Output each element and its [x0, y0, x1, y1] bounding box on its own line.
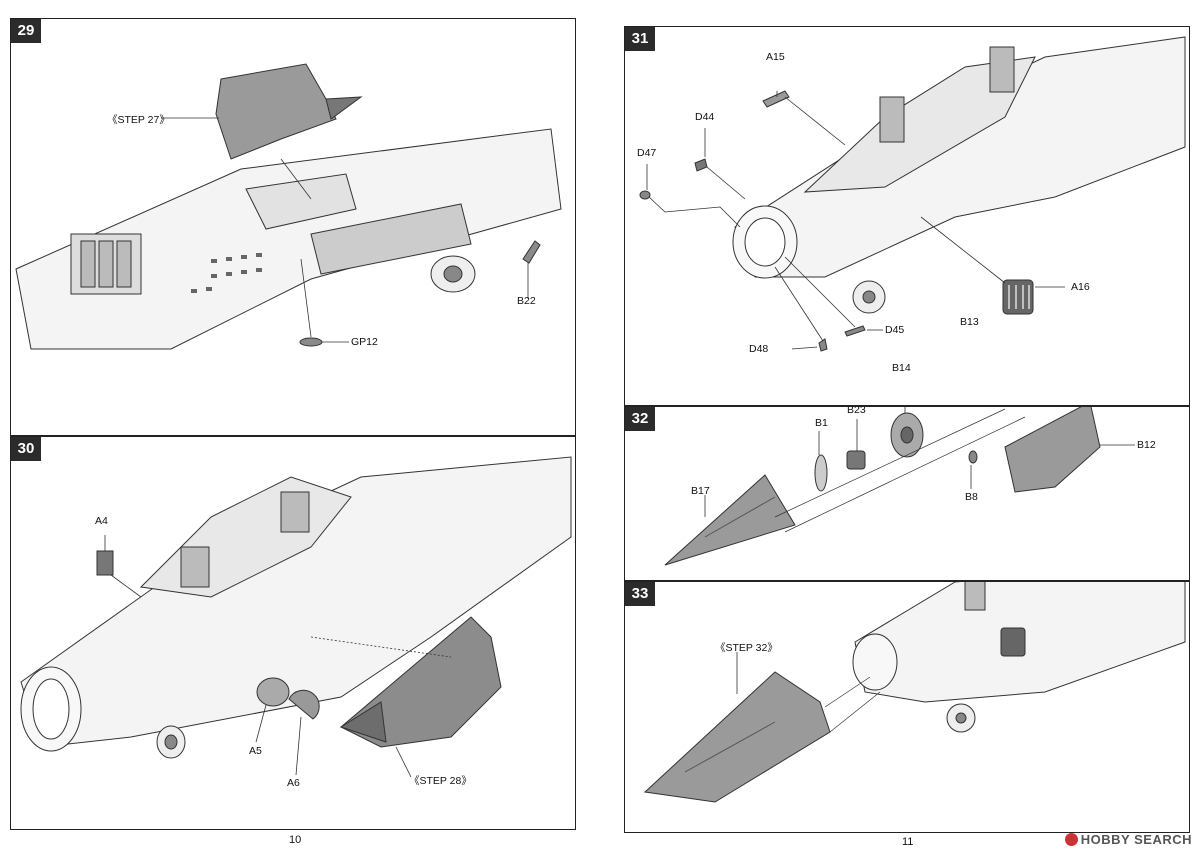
watermark-text: HOBBY SEARCH — [1080, 832, 1192, 847]
d44-label: D44 — [695, 111, 715, 123]
b22-label: B22 — [517, 295, 536, 307]
step-29-number: 29 — [11, 19, 41, 43]
step-32-illustration — [664, 407, 1135, 566]
step-32-ref-label: 《STEP 32》 — [715, 642, 778, 654]
step-30-panel: 30 A4 A5 A6 《STEP 28》 — [10, 436, 576, 830]
b1-label: B1 — [815, 417, 828, 429]
step-33-illustration — [643, 582, 1186, 803]
step-31-illustration — [639, 36, 1186, 352]
step-32-number: 32 — [625, 407, 655, 431]
gp12-label: GP12 — [351, 336, 378, 348]
a6-label: A6 — [287, 777, 300, 789]
hobby-search-logo-icon — [1064, 833, 1078, 846]
step-31-number: 31 — [625, 27, 655, 51]
b8-label: B8 — [965, 491, 978, 503]
step-33-panel: 33 《STEP 32》 — [624, 581, 1190, 833]
d47-label: D47 — [637, 147, 657, 159]
a5-label: A5 — [249, 745, 262, 757]
a4-label: A4 — [95, 515, 108, 527]
b13-label: B13 — [960, 316, 979, 328]
hobby-search-watermark: HOBBY SEARCH — [1064, 831, 1192, 847]
step-30-number: 30 — [11, 437, 41, 461]
b14-label: B14 — [892, 362, 911, 374]
d45-label: D45 — [885, 324, 905, 336]
step-29-ref-label: 《STEP 27》 — [107, 114, 170, 126]
step-28-ref-label: 《STEP 28》 — [409, 775, 472, 787]
a16-label: A16 — [1071, 281, 1090, 293]
b12-label: B12 — [1137, 439, 1156, 451]
a15-label: A15 — [766, 51, 785, 63]
right-page-number: 11 — [902, 836, 914, 848]
step-32-panel: 32 B1 B23 B17 B12 B8 — [624, 406, 1190, 581]
step-31-panel: 31 — [624, 26, 1190, 406]
step-30-illustration — [20, 456, 572, 778]
b23-label: B23 — [847, 406, 866, 416]
left-page-number: 10 — [289, 834, 302, 846]
step-33-number: 33 — [625, 582, 655, 606]
b17-label: B17 — [691, 485, 710, 497]
d48-label: D48 — [749, 343, 769, 355]
step-29-illustration — [15, 63, 562, 350]
step-29-panel: 29 《STEP 27》 B2 — [10, 18, 576, 436]
